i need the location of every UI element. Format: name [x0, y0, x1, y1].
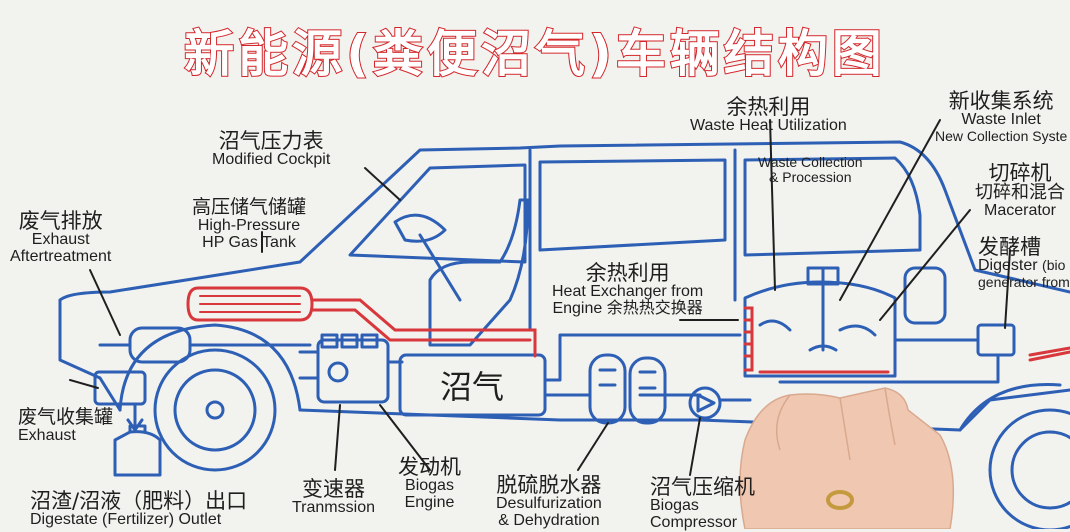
water-tank: [903, 266, 947, 325]
back-window: [743, 156, 922, 257]
label-hp-tank: 高压储气储罐 High-Pressure HP Gas Tank: [192, 196, 307, 251]
biogas-box-label: 沼气: [440, 368, 504, 406]
label-compressor: 沼气压缩机 Biogas Compressor: [650, 475, 755, 531]
pointer-lines: [69, 119, 1011, 476]
car-body-outline: [58, 140, 1070, 380]
exhaust-drop-arrow: [126, 402, 144, 432]
front-window: [348, 163, 527, 264]
front-wheel: [118, 323, 302, 472]
hp-tank-hatching: [199, 295, 301, 313]
presenter-hand: [739, 387, 955, 529]
label-digester: 发酵槽 Digester (bio generator from r: [978, 235, 1070, 290]
desulfurizer-units: [588, 353, 667, 425]
label-engine: 发动机 Biogas Engine: [398, 455, 461, 511]
engine-block: [298, 333, 404, 404]
label-macerator: 切碎机 切碎和混合 Macerator: [975, 161, 1065, 219]
gas-pipe-main: [543, 333, 742, 382]
label-waste-collection: Waste Collection & Procession: [758, 154, 863, 185]
tail-light: [1028, 346, 1070, 362]
residue-canister: [113, 424, 162, 477]
label-heat-exchanger: 余热利用 Heat Exchanger from Engine 余热热交换器: [552, 261, 704, 317]
page-title: 新能源(粪便沼气)车辆结构图: [183, 24, 886, 84]
label-exhaust-discharge: 废气排放 Exhaust Aftertreatment: [10, 209, 112, 265]
biogas-storage-box: [398, 353, 547, 417]
rear-window: [538, 158, 727, 252]
heat-pipe: [310, 298, 537, 358]
label-biogas-gauge: 沼气压力表 Modified Cockpit: [212, 129, 331, 169]
label-new-collection: 新收集系统 Waste Inlet New Collection Syste: [935, 89, 1068, 144]
hp-gas-tank: [186, 286, 314, 322]
label-desulfurizer: 脱硫脱水器 Desulfurization & Dehydration: [496, 473, 602, 529]
label-gearbox: 变速器 Tranmssion: [292, 477, 375, 517]
label-waste-heat-top: 余热利用 Waste Heat Utilization: [690, 95, 847, 135]
ring: [826, 490, 854, 510]
label-residue-outlet: 沼渣/沼液（肥料）出口 Digestate (Fertilizer) Outle…: [30, 489, 248, 529]
rear-wheel: [958, 383, 1070, 529]
digester-tank: [743, 266, 897, 378]
waste-inlet-box: [976, 323, 1016, 357]
catalyst: [128, 326, 192, 364]
heat-exchanger-coil: [743, 306, 754, 372]
label-exhaust-tank: 废气收集罐 Exhaust: [18, 406, 114, 444]
inlet-pipe: [778, 338, 1000, 384]
driver-seat: [428, 198, 530, 347]
compressor-unit: [663, 386, 752, 420]
